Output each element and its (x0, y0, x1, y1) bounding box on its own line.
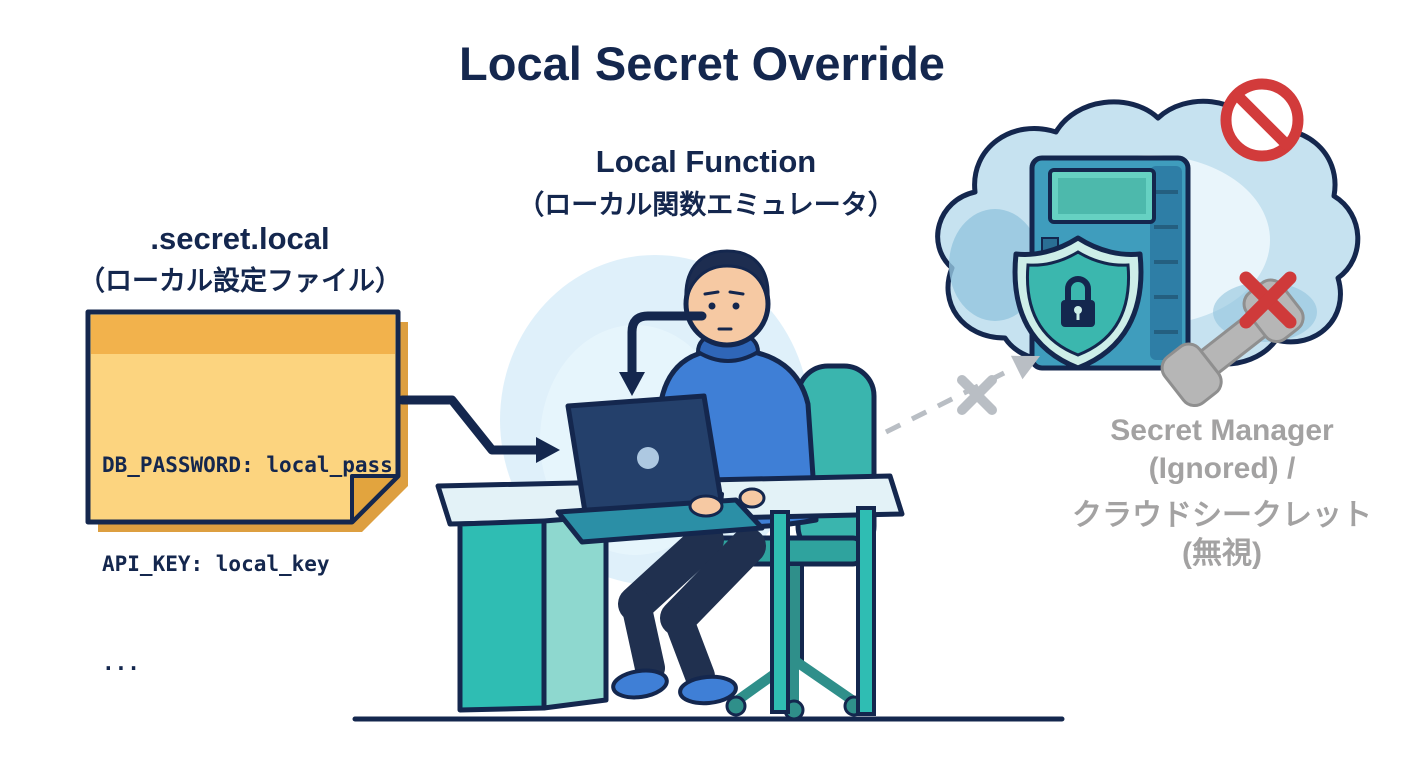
code-line: API_KEY: local_key (102, 552, 330, 576)
secret-manager-caption-line3: クラウドシークレット (1072, 499, 1372, 532)
arrow-note-to-laptop (397, 395, 560, 463)
desk (435, 473, 905, 716)
hand (688, 494, 724, 518)
page-title: Local Secret Override (459, 37, 945, 90)
code-line: ... (102, 651, 140, 675)
blocked-x-icon (957, 375, 997, 415)
shoe (678, 674, 738, 706)
secret-manager-caption-line2: (Ignored) / (1148, 452, 1296, 485)
dashed-arrow-blocked (884, 355, 1040, 435)
phone-blocked-x-icon (1239, 271, 1297, 329)
secret-manager-caption-line4: (無視) (1182, 537, 1262, 570)
arrow-into-laptop (619, 311, 707, 396)
prohibition-icon (1220, 78, 1304, 162)
local-function-label-jp: （ローカル関数エミュレータ） (517, 190, 895, 220)
secret-manager-caption-line1: Secret Manager (1110, 414, 1334, 447)
secret-file-label: .secret.local (150, 221, 330, 256)
hair (684, 249, 770, 301)
sticky-note (85, 309, 408, 532)
code-line: DB_PASSWORD: local_pass (102, 453, 393, 477)
local-function-label: Local Function (595, 144, 817, 179)
hand (738, 487, 766, 509)
shield-lock-icon (1012, 235, 1144, 371)
shoe (611, 668, 669, 700)
secret-file-code: DB_PASSWORD: local_pass API_KEY: local_k… (102, 383, 393, 746)
secret-file-label-jp: （ローカル設定ファイル） (78, 266, 402, 296)
